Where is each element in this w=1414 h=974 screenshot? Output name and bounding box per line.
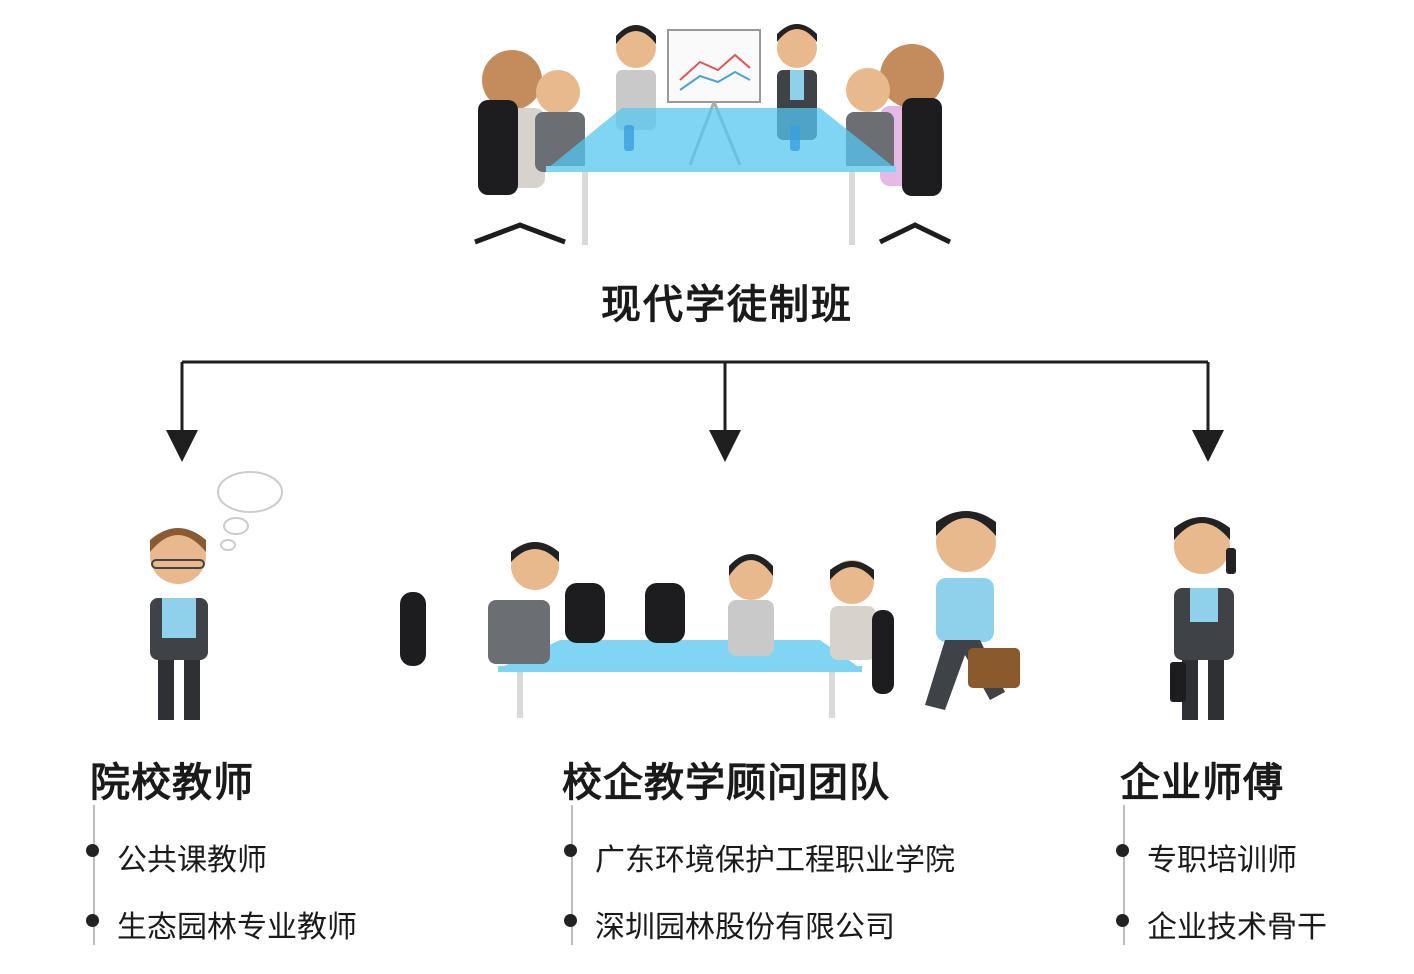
bullet-icon bbox=[86, 914, 99, 927]
teacher-icon bbox=[150, 471, 283, 720]
list-item: 公共课教师 bbox=[117, 843, 267, 878]
list-item: 广东环境保护工程职业学院 bbox=[595, 843, 955, 878]
bullet-icon bbox=[86, 844, 99, 857]
bullet-icon bbox=[564, 914, 577, 927]
bullet-icon bbox=[1116, 844, 1129, 857]
root-title: 现代学徒制班 bbox=[601, 282, 853, 328]
presentation-board-icon bbox=[667, 29, 761, 166]
arrow-down-icon bbox=[1192, 430, 1224, 462]
arrow-down-icon bbox=[709, 430, 741, 462]
team-meeting-icon bbox=[400, 511, 1020, 718]
list-item: 生态园林专业教师 bbox=[117, 910, 357, 945]
list-divider bbox=[93, 805, 95, 945]
mentor-icon bbox=[1170, 517, 1236, 720]
list-divider bbox=[571, 805, 573, 945]
list-item: 深圳园林股份有限公司 bbox=[595, 910, 895, 945]
list-divider bbox=[1123, 805, 1125, 945]
list-item: 企业技术骨干 bbox=[1147, 910, 1327, 945]
person-icon bbox=[478, 50, 585, 195]
table-icon bbox=[548, 108, 895, 168]
arrow-down-icon bbox=[166, 430, 198, 462]
bullet-icon bbox=[564, 844, 577, 857]
branch-title-advisory-team: 校企教学顾问团队 bbox=[562, 760, 890, 806]
list-item: 专职培训师 bbox=[1147, 843, 1297, 878]
branch-title-enterprise-mentors: 企业师傅 bbox=[1120, 760, 1284, 806]
bullet-icon bbox=[1116, 914, 1129, 927]
branch-title-college-teachers: 院校教师 bbox=[90, 760, 254, 806]
person-icon bbox=[846, 44, 944, 196]
connector-lines bbox=[180, 360, 1210, 432]
